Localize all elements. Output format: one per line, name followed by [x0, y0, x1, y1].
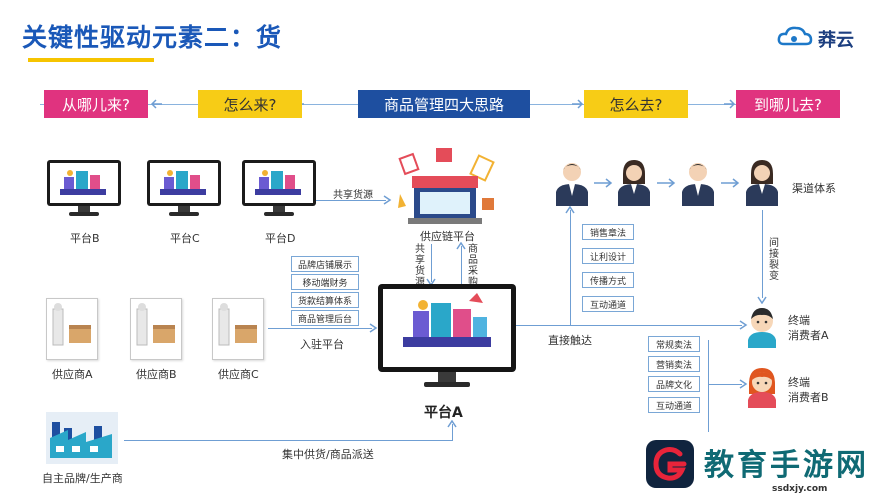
watermark-logo-icon [646, 440, 694, 488]
supplier-worker-icon [136, 303, 175, 346]
arrow-right-icon [739, 320, 748, 330]
supplier-b-label: 供应商B [136, 368, 177, 381]
watermark-text: 教育手游网 [704, 448, 869, 483]
platform-b-monitor [47, 160, 121, 218]
arrow-right-icon [594, 178, 613, 188]
header-to-where: 到哪儿去? [736, 90, 840, 118]
platform-d-label: 平台D [265, 232, 296, 245]
arrow-right-icon [369, 323, 378, 333]
supplier-c-card [212, 298, 264, 360]
brand-name: 莽云 [818, 30, 854, 51]
consumer-boy-icon [748, 308, 776, 348]
service-tag: 品牌店铺展示 [291, 256, 359, 272]
supplier-c-label: 供应商C [218, 368, 259, 381]
consumer-tag: 互动通道 [648, 397, 700, 413]
consumer-tag: 营销卖法 [648, 356, 700, 372]
consumer-b-line1: 终端 [788, 376, 810, 389]
shared-resources-label: 共享货源 [333, 190, 373, 201]
arrow-up-icon [565, 206, 575, 214]
indirect-fission-label: 间接裂变 [769, 238, 779, 282]
supplier-worker-icon [52, 303, 91, 346]
storefront-icon [255, 170, 301, 195]
supplier-a-card [46, 298, 98, 360]
settle-in-line [268, 328, 372, 329]
sales-tag: 让利设计 [582, 248, 634, 264]
sales-tag: 互动通道 [582, 296, 634, 312]
cloud-logo-icon [777, 26, 813, 46]
watermark-url: ssdxjy.com [772, 484, 828, 494]
businesswoman-icon [746, 160, 778, 206]
settle-in-label: 入驻平台 [300, 338, 344, 351]
service-tag: 货款结算体系 [291, 292, 359, 308]
marketplace-icon [403, 293, 491, 347]
consumer-a-line2: 消费者A [788, 329, 829, 342]
platform-c-monitor [147, 160, 221, 218]
arrow-right-icon [724, 99, 736, 109]
storefront-icon [160, 170, 206, 195]
arrow-right-icon [721, 178, 740, 188]
header-how-go: 怎么去? [584, 90, 688, 118]
storefront-icon [60, 170, 106, 195]
supply-chain-shop-icon [398, 148, 495, 224]
businesswoman-icon [618, 160, 650, 206]
service-tag: 商品管理后台 [291, 310, 359, 326]
arrow-left-icon [150, 99, 162, 109]
header-from-where: 从哪儿来? [44, 90, 148, 118]
header-how-come: 怎么来? [198, 90, 302, 118]
arrow-up-icon [447, 420, 457, 428]
product-purchase-vertical-label: 商品采购 [468, 244, 478, 288]
arrow-up-icon [456, 242, 466, 250]
platform-a-label: 平台A [424, 405, 463, 421]
supplier-a-label: 供应商A [52, 368, 93, 381]
header-center: 商品管理四大思路 [358, 90, 530, 118]
arrow-right-icon [739, 379, 748, 389]
direct-reach-label: 直接触达 [548, 334, 592, 347]
factory-icon [46, 412, 118, 464]
arrow-right-icon [657, 178, 676, 188]
centralized-supply-label: 集中供货/商品派送 [282, 448, 374, 461]
page-title: 关键性驱动元素二：货 [22, 23, 283, 52]
indirect-fission-line [762, 210, 763, 298]
shared-supply-vertical-label: 共享货源 [415, 244, 425, 288]
supplier-worker-icon [218, 303, 257, 346]
consumer-branch-line [708, 340, 709, 450]
businessman-icon [556, 163, 588, 206]
consumer-b-line2: 消费者B [788, 391, 829, 404]
consumer-tag: 常规卖法 [648, 336, 700, 352]
shared-supply-line [431, 244, 432, 282]
product-purchase-line [461, 246, 462, 284]
platform-c-label: 平台C [170, 232, 200, 245]
consumer-b-line [708, 384, 742, 385]
channel-system-label: 渠道体系 [792, 182, 836, 195]
supply-chain-label: 供应链平台 [420, 230, 475, 243]
consumer-tag: 品牌文化 [648, 376, 700, 392]
service-tag: 移动端财务 [291, 274, 359, 290]
consumer-girl-icon [748, 368, 776, 408]
title-underline [28, 58, 154, 62]
supplier-b-card [130, 298, 182, 360]
platform-d-monitor [242, 160, 316, 218]
own-brand-label: 自主品牌/生产商 [42, 472, 123, 485]
platform-a-monitor [378, 284, 516, 396]
sales-tag: 传播方式 [582, 272, 634, 288]
arrow-right-icon [383, 195, 392, 205]
shared-resources-line [316, 200, 386, 201]
arrow-right-icon [572, 99, 584, 109]
businessman-icon [682, 163, 714, 206]
centralized-supply-riser [452, 424, 453, 441]
sales-riser-line [570, 210, 571, 325]
sales-tag: 销售章法 [582, 224, 634, 240]
arrow-down-icon [757, 296, 767, 304]
platform-b-label: 平台B [70, 232, 100, 245]
consumer-a-line1: 终端 [788, 314, 810, 327]
centralized-supply-line [124, 440, 452, 441]
direct-reach-line [516, 325, 742, 326]
